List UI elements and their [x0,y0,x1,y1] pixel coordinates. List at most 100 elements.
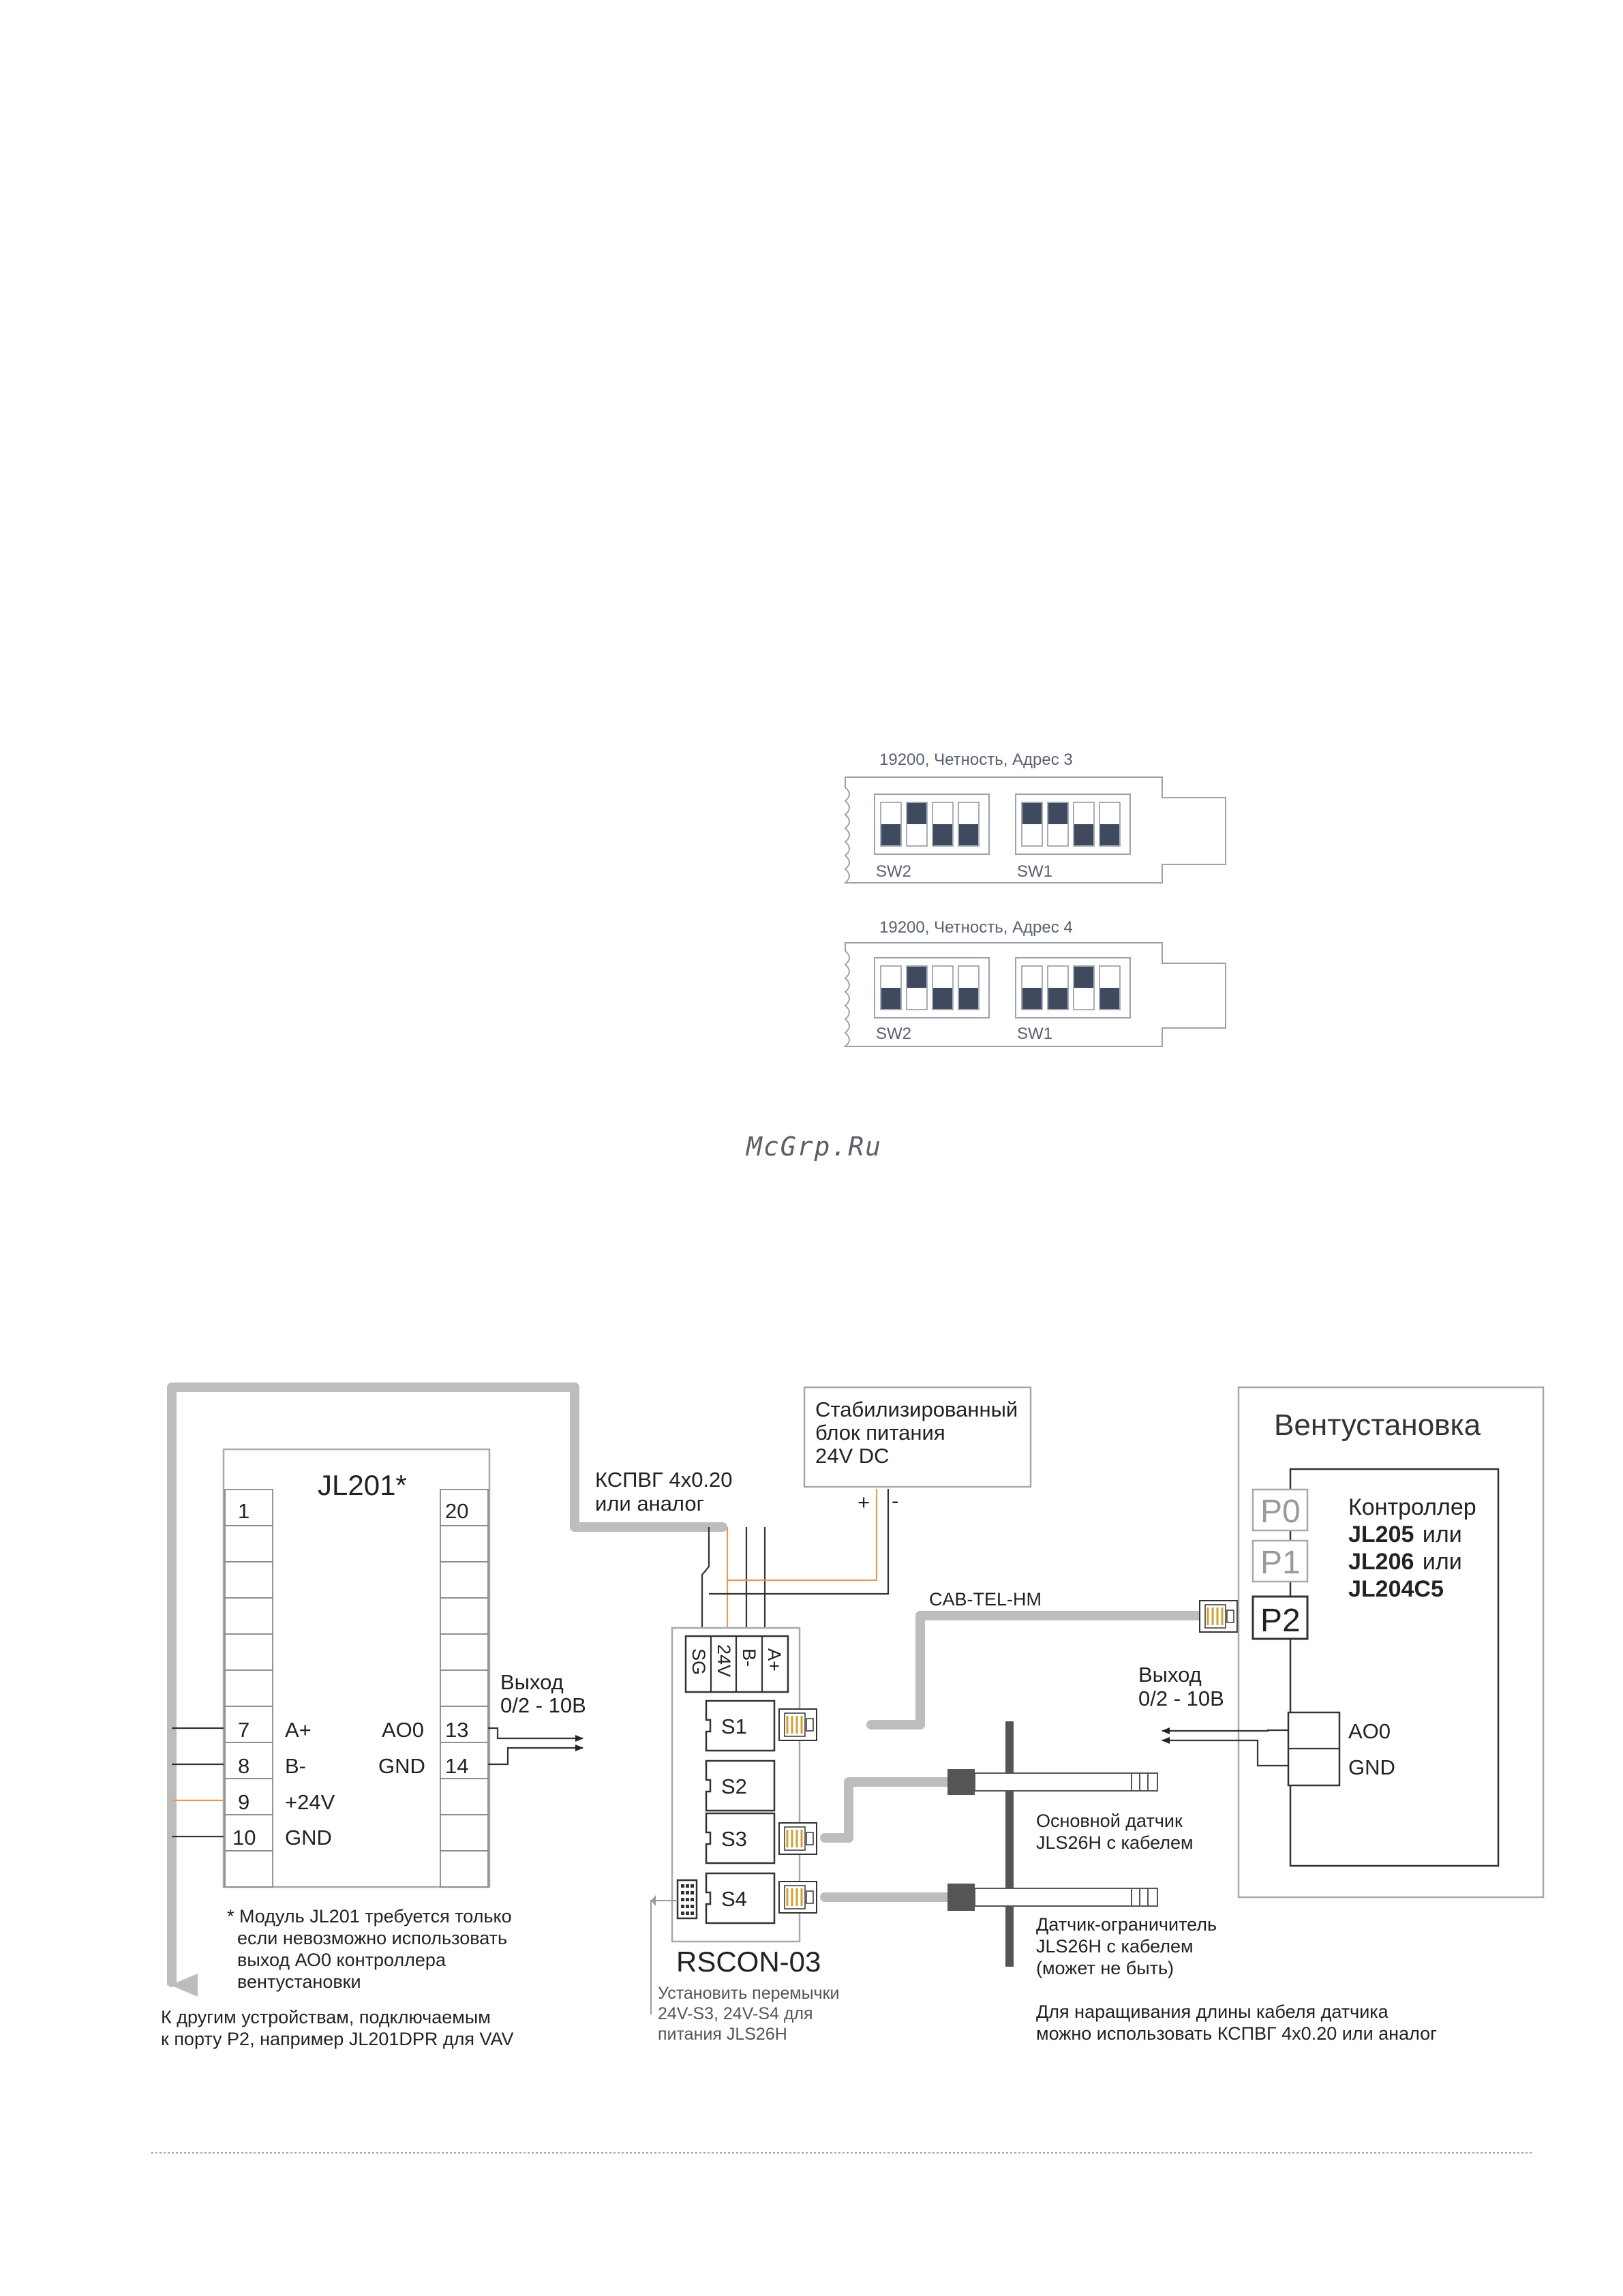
rj-connector [778,1708,817,1741]
sensor-main-label: Основной датчик [1036,1811,1183,1831]
dip-toggle-knob [881,824,900,845]
other-devices-note: К другим устройствам, подключаемым [161,2007,491,2027]
psu-minus-wire [709,1489,890,1595]
dip-sw1-toggles [1021,802,1121,847]
sensor-main-cable [820,1777,959,1843]
main-cable-label: КСПВГ 4х0.20 [595,1468,733,1492]
vent-output-label: 0/2 - 10В [1138,1687,1224,1710]
jl201-terminal-cell [440,1633,489,1671]
dip-panel-2-caption: 19200, Четность, Адрес 4 [879,918,1073,937]
vent-port-p2 [1252,1595,1309,1640]
dip-toggle-knob [959,824,978,845]
jl201-terminal-cell [224,1814,273,1852]
dip-panel-1-caption: 19200, Четность, Адрес 3 [879,751,1073,769]
jl201-terminal-cell [440,1670,489,1707]
vent-controller-label: Контроллер [1348,1494,1476,1520]
vent-model-joiner: или [1423,1549,1462,1575]
jl201-pin-1: 1 [238,1499,249,1523]
wire-sg [701,1527,710,1636]
jl201-pin-name: AO0 [382,1718,424,1742]
ventilation-unit: Вентустановка P0 P1 P2 Контроллер JL205 … [1138,1386,1545,1899]
dip-toggle-knob [959,988,978,1009]
dip-sw1-label: SW1 [1017,1025,1052,1043]
jl201-pin-name: GND [285,1826,332,1849]
cab-tel-hm-cable [866,1611,1204,1729]
rscon-port-s4 [705,1872,776,1924]
rscon-port-s1 [705,1700,776,1752]
jl201-pin-name: GND [378,1754,425,1778]
jl201-pin-num: 7 [238,1718,249,1742]
jl201-terminal-cell [440,1742,489,1779]
cab-tel-hm-label: CAB-TEL-HM [929,1589,1042,1610]
jl201-terminal-cell [440,1850,489,1888]
rj-connector [778,1822,817,1855]
dip-toggle-knob [1074,967,1093,988]
dip-toggle-knob [907,803,926,824]
rj-connector [778,1881,817,1914]
jl201-terminal-cell [440,1561,489,1599]
sensor-limit-label: Датчик-ограничитель [1036,1914,1217,1935]
dip-sw2-label: SW2 [876,862,911,881]
vent-controller [1289,1468,1500,1867]
vent-port-p1 [1252,1539,1309,1583]
vent-controller-models: JL205 или [1348,1522,1462,1547]
dip-sw2-label: SW2 [876,1025,911,1043]
rscon-note-line: Установить перемычки [658,1984,840,2003]
sensor-limit-label: (может не быть) [1036,1958,1174,1978]
psu-minus: - [892,1489,898,1513]
dip-toggle-knob [933,824,952,845]
psu-plus: + [858,1490,870,1514]
dip-toggle-knob [1048,803,1067,824]
dip-toggle-knob [1022,988,1042,1009]
vent-model: JL205 [1348,1522,1414,1547]
jl201-output-label: Выход [500,1670,564,1694]
jl201-note-line: вентустановки [237,1972,361,1992]
rscon-terminal-a: A+ [764,1648,785,1672]
other-devices-note: к порту P2, например JL201DPR для VAV [161,2029,514,2049]
vent-port-p0 [1252,1488,1309,1532]
jl201-output-arrow-gnd [488,1744,583,1766]
jl201-terminal-cell [224,1706,273,1743]
main-cable-label: или аналог [595,1492,704,1515]
psu-plus-wire [727,1489,878,1582]
jumper-leader-arrow [651,1895,656,1906]
dip-toggle-knob [1048,988,1067,1009]
jl201-pin-num: 14 [445,1754,468,1778]
psu-label-line: Стабилизированный [815,1398,1018,1421]
jl201-output-arrow-ao0 [488,1727,583,1742]
sensor-main-probe [974,1772,1158,1792]
rscon-note-line: питания JLS26H [658,2025,787,2044]
jl201-pin-name: +24V [285,1790,335,1814]
jl201-terminal-cell [440,1814,489,1852]
psu-body [803,1386,1032,1488]
psu-label-line: 24V DC [815,1444,890,1468]
dip-panel-address-4: 19200, Четность, Адрес 4 SW2 SW1 [843,918,1226,1047]
jumper-pins [681,1884,694,1915]
jl201-left-terminals [224,1489,273,1888]
jl201-output-label: 0/2 - 10В [500,1693,586,1717]
jl201-terminal-cell [224,1561,273,1599]
vent-model-joiner: или [1423,1522,1462,1547]
dip-toggle-knob [907,967,926,988]
sensor-main: Основной датчик JLS26H с кабелем [947,1721,1194,1853]
vent-gnd-label: GND [1348,1755,1395,1779]
watermark: McGrp.Ru [745,1132,882,1162]
bus-cable-main [167,1383,727,1987]
jl201-terminal-cell [440,1597,489,1635]
sensor-limit-label: JLS26H с кабелем [1036,1936,1194,1957]
rscon-port-label: S1 [721,1715,747,1738]
rj-connector [1199,1600,1238,1633]
dip-sw2-toggles [880,802,980,847]
jl201-note-line: * Модуль JL201 требуется только [227,1906,512,1927]
sensor-main-tip [1131,1772,1158,1792]
dip-sw2-toggles [880,965,980,1010]
vent-output-arrow-ao0 [1162,1727,1288,1734]
sensor-main-label: JLS26H с кабелем [1036,1832,1194,1853]
jl201-title: JL201* [318,1469,407,1501]
sensor-limit-tip [1131,1888,1158,1907]
vent-output-label: Выход [1138,1663,1202,1687]
jl201-pin-num: 13 [445,1718,468,1742]
rscon-port-s3 [705,1812,776,1864]
vent-ao0-label: AO0 [1348,1719,1391,1743]
extend-note: Для наращивания длины кабеля датчика [1036,2002,1389,2022]
